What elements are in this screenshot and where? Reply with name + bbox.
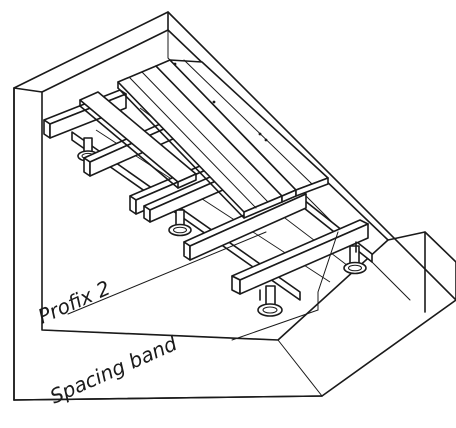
pedestal [343,245,367,275]
spacing-leader-bend [317,231,339,311]
joist [231,219,369,301]
concrete-box [13,11,456,401]
pedestal [168,209,192,237]
profix-leader [67,231,267,315]
deck-planks [117,59,329,219]
leader-lines [67,231,339,341]
plank [169,59,329,197]
pedestal [257,285,283,317]
spacing-leader [231,309,319,341]
loose-plank [79,91,197,189]
